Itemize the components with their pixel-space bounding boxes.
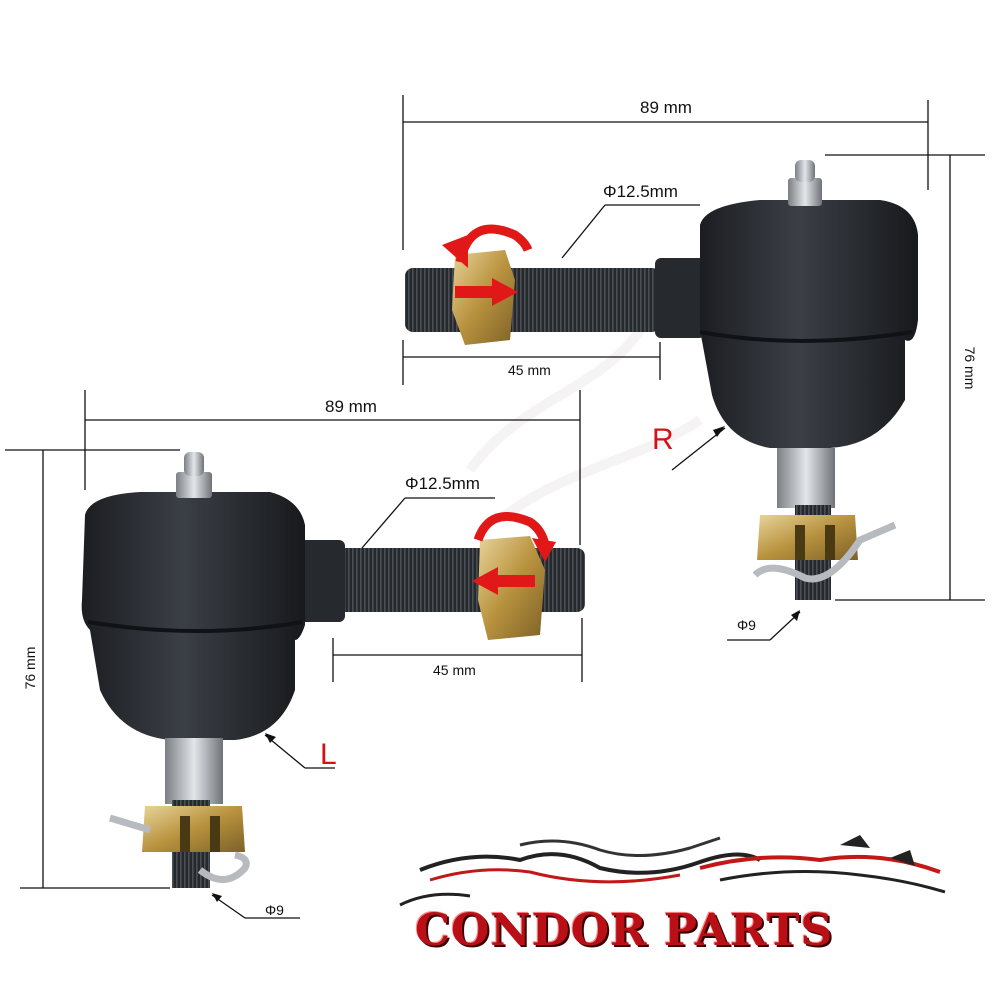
left-ball-stud	[165, 738, 223, 804]
right-stud-diameter-label: Φ9	[737, 617, 756, 633]
left-grease-fitting	[176, 472, 212, 498]
right-socket-body	[700, 200, 918, 448]
left-socket-body	[81, 492, 306, 740]
right-grease-fitting	[788, 178, 822, 206]
left-stud-diameter-label: Φ9	[265, 902, 284, 918]
right-cotter-pin	[752, 521, 897, 583]
dimension-lines	[5, 95, 985, 919]
right-side-label: R	[652, 423, 674, 456]
left-tie-rod-end	[81, 452, 585, 888]
right-length-label: 89 mm	[640, 98, 692, 117]
right-threaded-shaft	[405, 268, 660, 332]
right-tie-rod-end	[405, 160, 918, 600]
left-castle-nut	[142, 806, 245, 852]
condor-logo-graphic	[399, 835, 946, 907]
right-castle-nut	[757, 515, 858, 560]
leader-arrowheads	[212, 426, 800, 902]
right-shaft-diameter-label: Φ12.5mm	[603, 182, 678, 201]
left-jam-nut	[478, 536, 545, 640]
left-shaft-diameter-label: Φ12.5mm	[405, 474, 480, 493]
left-thread-length-label: 45 mm	[433, 662, 476, 678]
left-push-arrow	[495, 575, 535, 587]
right-height-label: 76 mm	[962, 346, 978, 390]
brand-logo-text: CONDOR PARTS	[415, 905, 834, 956]
left-length-label: 89 mm	[325, 397, 377, 416]
left-height-label: 76 mm	[22, 646, 38, 690]
right-thread-length-label: 45 mm	[508, 362, 551, 378]
left-rotate-arrow	[473, 511, 550, 547]
right-push-arrow	[455, 286, 495, 298]
right-ball-stud	[777, 448, 835, 508]
left-cotter-pin	[108, 814, 250, 883]
left-side-label: L	[320, 738, 337, 771]
